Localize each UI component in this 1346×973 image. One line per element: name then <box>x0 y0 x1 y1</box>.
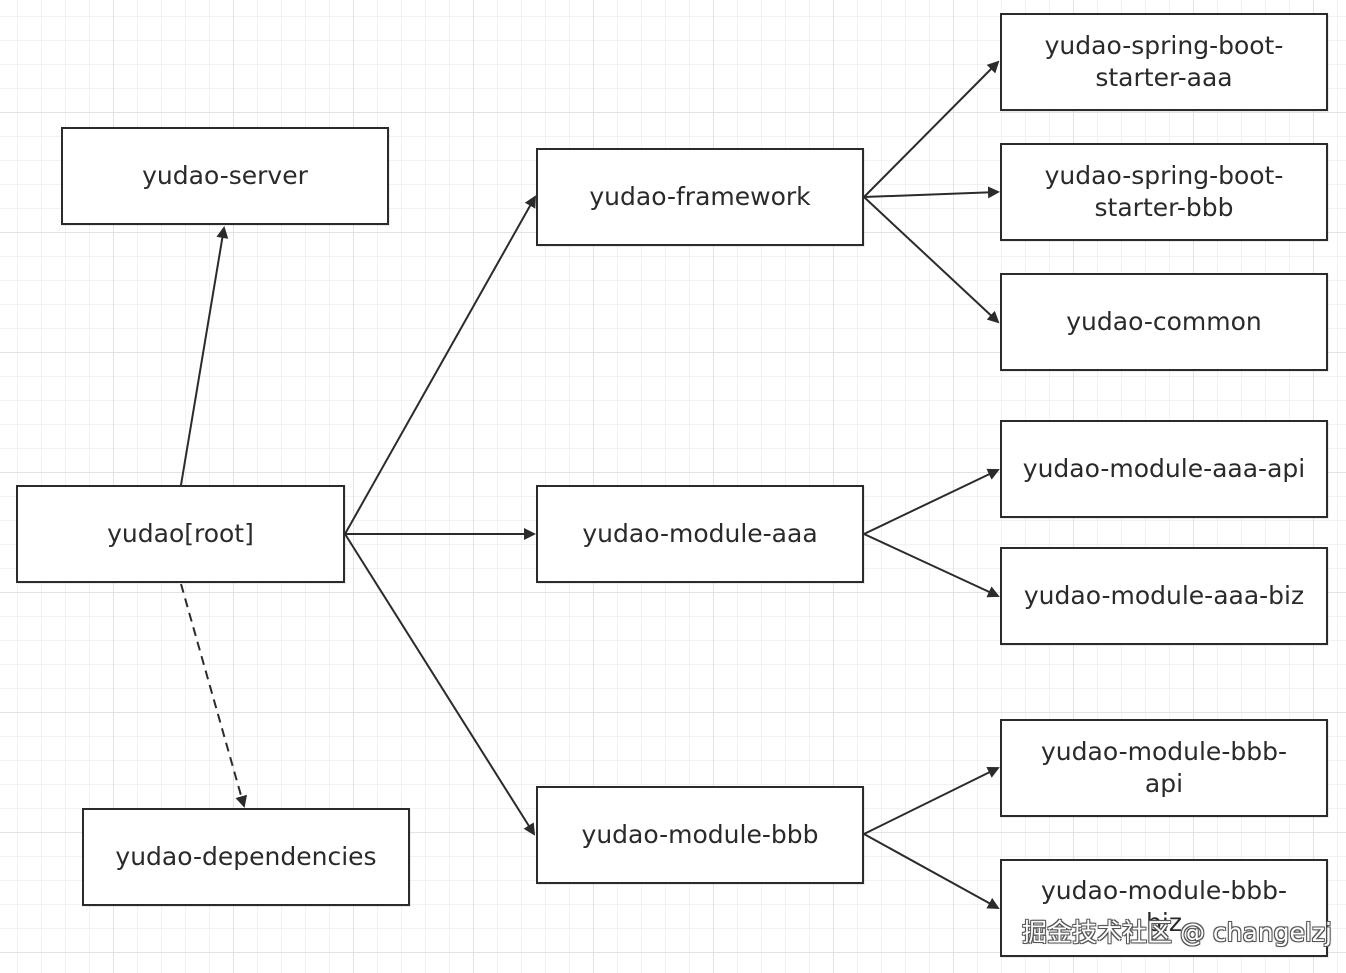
node-label: yudao[root] <box>107 519 254 548</box>
edge-root-to-framework <box>344 195 536 535</box>
edge-module-aaa-to-module-aaa-biz <box>863 533 1000 598</box>
node-label: yudao-common <box>1066 307 1262 336</box>
node-yudao-module-bbb-api[interactable]: yudao-module-bbb-api <box>1000 719 1328 817</box>
node-label: yudao-module-aaa <box>582 519 818 548</box>
edge-framework-to-starter-bbb <box>863 186 1000 199</box>
node-label: yudao-module-bbb <box>581 820 819 849</box>
node-yudao-module-aaa-api[interactable]: yudao-module-aaa-api <box>1000 420 1328 518</box>
edge-root-to-dependencies <box>180 583 248 808</box>
node-yudao-common[interactable]: yudao-common <box>1000 273 1328 371</box>
node-yudao-root[interactable]: yudao[root] <box>16 485 345 583</box>
edge-framework-to-starter-aaa <box>863 60 1000 198</box>
node-yudao-spring-boot-starter-bbb[interactable]: yudao-spring-boot-starter-bbb <box>1000 143 1328 241</box>
node-yudao-server[interactable]: yudao-server <box>61 127 389 225</box>
node-label: yudao-framework <box>589 182 811 211</box>
node-label: yudao-server <box>142 161 308 190</box>
node-label: yudao-module-bbb-biz <box>1041 876 1287 937</box>
node-yudao-module-bbb-biz[interactable]: yudao-module-bbb-biz <box>1000 859 1328 957</box>
node-yudao-dependencies[interactable]: yudao-dependencies <box>82 808 410 906</box>
node-yudao-framework[interactable]: yudao-framework <box>536 148 864 246</box>
edge-framework-to-common <box>863 196 1000 324</box>
edge-root-to-server <box>180 226 229 486</box>
node-yudao-module-aaa[interactable]: yudao-module-aaa <box>536 485 864 583</box>
node-label: yudao-dependencies <box>115 842 377 871</box>
node-label: yudao-module-aaa-biz <box>1023 581 1305 610</box>
node-label: yudao-module-bbb-api <box>1041 737 1287 798</box>
node-yudao-spring-boot-starter-aaa[interactable]: yudao-spring-boot-starter-aaa <box>1000 13 1328 111</box>
edge-module-bbb-to-module-bbb-biz <box>863 833 1000 909</box>
edge-module-aaa-to-module-aaa-api <box>863 468 1000 535</box>
watermark: 掘金技术社区 @ changelzj <box>1022 918 1332 947</box>
node-yudao-module-bbb[interactable]: yudao-module-bbb <box>536 786 864 884</box>
edge-root-to-module-bbb <box>344 533 536 836</box>
node-yudao-module-aaa-biz[interactable]: yudao-module-aaa-biz <box>1000 547 1328 645</box>
edge-module-bbb-to-module-bbb-api <box>863 767 1000 835</box>
node-label: yudao-spring-boot-starter-aaa <box>1044 31 1284 92</box>
node-label: yudao-module-aaa-api <box>1022 454 1306 483</box>
node-label: yudao-spring-boot-starter-bbb <box>1044 161 1284 222</box>
